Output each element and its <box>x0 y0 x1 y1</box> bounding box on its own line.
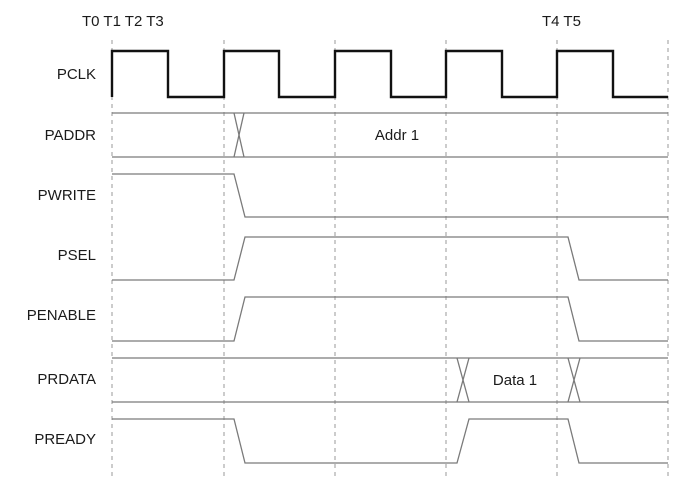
signal-label-penable: PENABLE <box>27 307 96 324</box>
waveform-pwrite <box>112 173 668 218</box>
signal-label-paddr: PADDR <box>45 127 97 144</box>
waveform-pready <box>112 418 668 464</box>
waveform-paddr: Addr 1 <box>112 112 668 158</box>
signal-labels: PCLK PADDR PWRITE PSEL PENABLE PRDATA PR… <box>27 66 96 448</box>
prdata-transition-2b <box>567 357 581 403</box>
time-grid <box>111 40 669 478</box>
paddr-transition-b <box>233 112 245 158</box>
signal-label-pclk: PCLK <box>57 66 96 83</box>
waveform-pclk <box>110 49 668 99</box>
prdata-transition-1b <box>456 357 470 403</box>
waveform-psel <box>112 236 668 281</box>
prdata-value: Data 1 <box>493 372 537 389</box>
signal-label-prdata: PRDATA <box>37 371 96 388</box>
signal-label-pwrite: PWRITE <box>38 187 96 204</box>
signal-label-psel: PSEL <box>58 247 96 264</box>
time-labels-right: T4 T5 <box>542 13 581 30</box>
waveform-prdata: Data 1 <box>112 357 668 403</box>
paddr-value: Addr 1 <box>375 127 419 144</box>
waveform-penable <box>112 296 668 342</box>
time-labels-left: T0 T1 T2 T3 <box>82 13 164 30</box>
signal-label-pready: PREADY <box>34 431 96 448</box>
